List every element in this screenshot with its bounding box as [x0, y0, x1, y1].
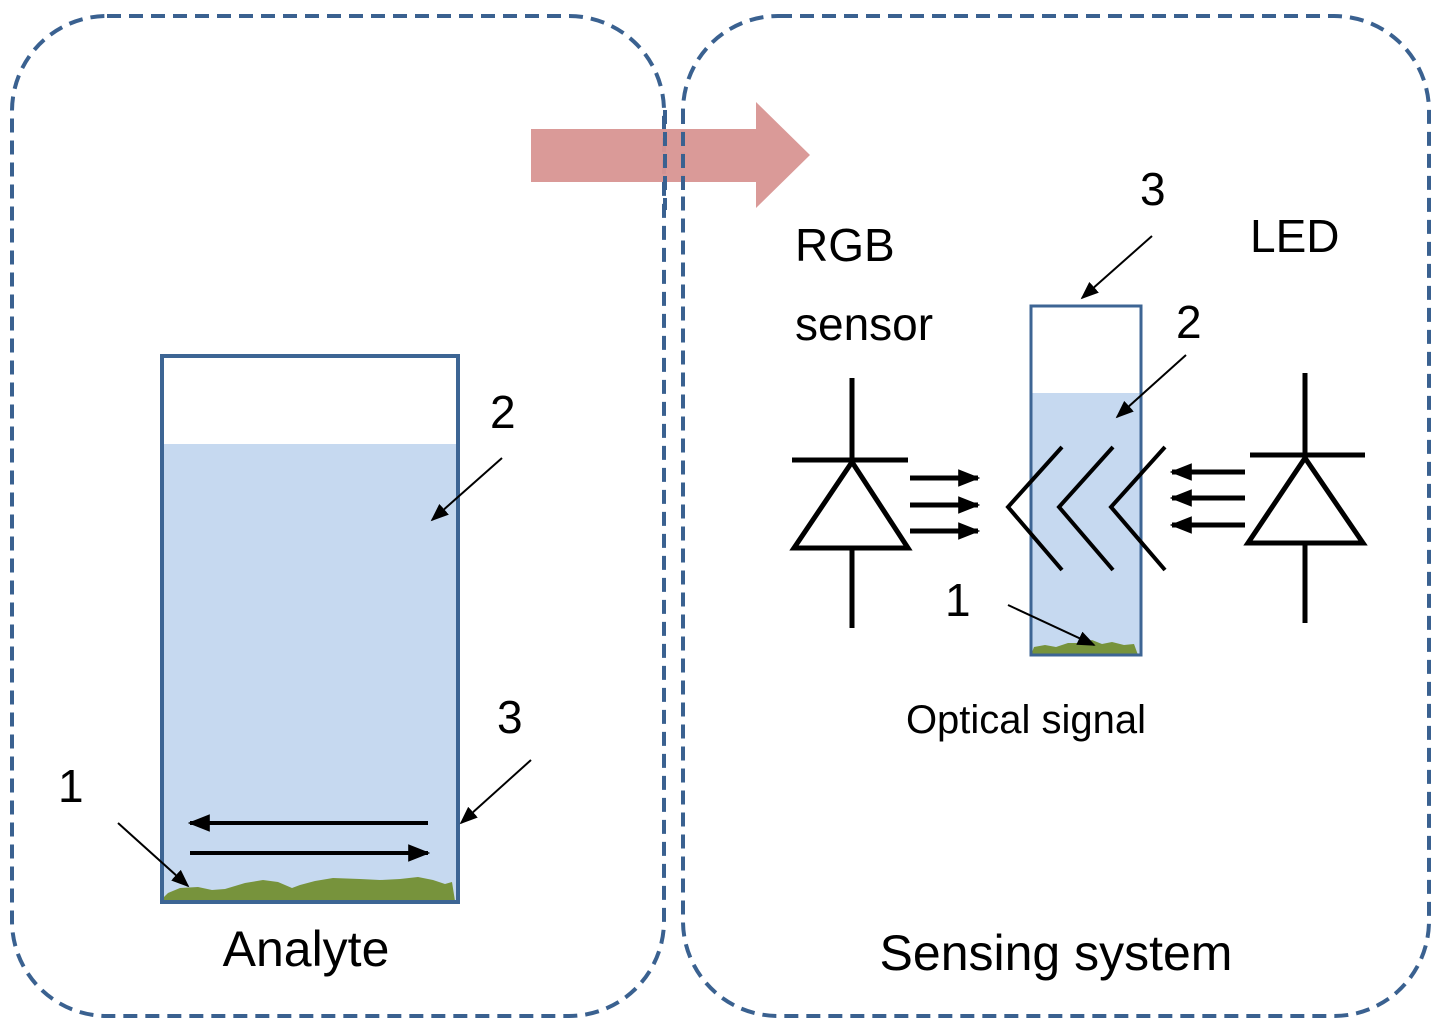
- led-diode-icon: [1243, 373, 1368, 623]
- right-callout-2-label: 2: [1176, 296, 1202, 348]
- optical-signal-chevrons-icon: [1005, 445, 1167, 572]
- analyte-title: Analyte: [223, 921, 390, 977]
- callout-1-arrow-icon: [117, 822, 190, 888]
- callout-3-arrow-icon: [459, 759, 532, 825]
- cuvette: [1029, 304, 1143, 657]
- left-callout-1: 1: [58, 760, 190, 888]
- transition-arrow-icon: [531, 102, 810, 208]
- sediment-layer: [160, 877, 455, 901]
- right-callout-1: 1: [945, 574, 1096, 646]
- analyte-panel: [10, 14, 666, 1018]
- sensing-system-title: Sensing system: [880, 925, 1233, 981]
- rgb-sensor-label-line1: RGB: [795, 219, 895, 271]
- right-callout-2-arrow-icon: [1115, 354, 1187, 419]
- cuvette-liquid: [1031, 393, 1140, 655]
- sensor-signal-arrows-icon: [910, 469, 981, 540]
- led-label: LED: [1250, 210, 1339, 262]
- left-callout-2: 2: [430, 386, 516, 522]
- rgb-sensor-diode-icon: [789, 378, 913, 628]
- right-callout-3-label: 3: [1140, 163, 1166, 215]
- callout-1-label: 1: [58, 760, 84, 812]
- optical-signal-label: Optical signal: [906, 698, 1146, 742]
- right-callout-2: 2: [1115, 296, 1202, 419]
- vessel-liquid: [162, 444, 458, 902]
- callout-2-label: 2: [490, 386, 516, 438]
- left-callout-3: 3: [459, 691, 532, 825]
- sensing-system-panel: [681, 14, 1431, 1018]
- rgb-sensor-label-line2: sensor: [795, 298, 933, 350]
- analyte-vessel: [160, 354, 460, 904]
- right-callout-3-arrow-icon: [1080, 235, 1153, 300]
- cuvette-sediment: [1031, 640, 1138, 655]
- right-callout-1-arrow-icon: [1007, 604, 1096, 646]
- callout-3-label: 3: [497, 691, 523, 743]
- callout-2-arrow-icon: [430, 457, 503, 522]
- right-callout-3: 3: [1080, 163, 1166, 300]
- vessel-wall: [160, 354, 460, 904]
- right-callout-1-label: 1: [945, 574, 971, 626]
- led-emission-arrows-icon: [1169, 463, 1245, 534]
